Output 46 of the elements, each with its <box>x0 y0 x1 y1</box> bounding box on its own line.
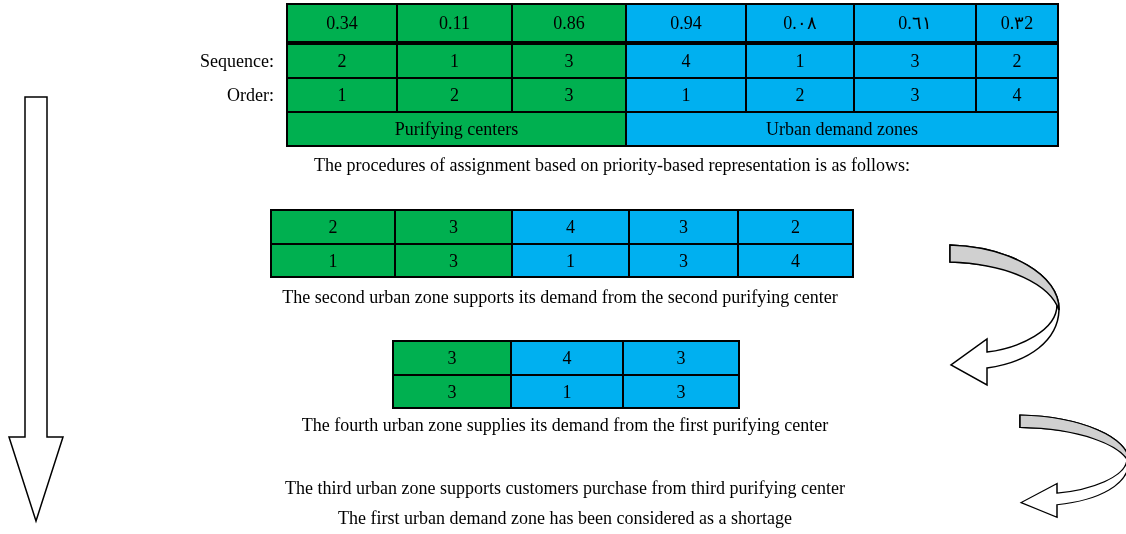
table-cell: 3 <box>394 243 513 278</box>
table-cell: 4 <box>511 209 630 245</box>
table-cell: 4 <box>975 77 1059 113</box>
table-cell: 3 <box>628 243 739 278</box>
table-cell: Urban demand zones <box>625 111 1059 147</box>
table-cell: 3 <box>392 374 512 409</box>
table-cell: 0.11 <box>396 3 513 43</box>
table-cell: 2 <box>396 77 513 113</box>
caption-text: The second urban zone supports its demand from the second purifying center <box>281 286 839 309</box>
table-cell: 1 <box>270 243 396 278</box>
caption-text: The procedures of assignment based on priority-based representation is as follows: <box>313 154 911 177</box>
table-cell: 3 <box>853 77 977 113</box>
table-cell: 1 <box>511 243 630 278</box>
table-cell: 3 <box>394 209 513 245</box>
table-cell: Purifying centers <box>286 111 627 147</box>
table-cell: 2 <box>737 209 854 245</box>
table-cell: 2 <box>286 43 398 79</box>
row-label: Sequence: <box>199 50 274 73</box>
table-cell: 1 <box>286 77 398 113</box>
table-cell: 0.34 <box>286 3 398 43</box>
table-cell: 2 <box>270 209 396 245</box>
table-cell: 0.٣2 <box>975 3 1059 43</box>
table-cell: 3 <box>392 340 512 376</box>
table-cell: 3 <box>853 43 977 79</box>
table-cell: 1 <box>625 77 747 113</box>
table-cell: 1 <box>510 374 624 409</box>
table-cell: 1 <box>745 43 855 79</box>
table-cell: 0.٦١ <box>853 3 977 43</box>
table-cell: 3 <box>628 209 739 245</box>
table-cell: 3 <box>511 77 627 113</box>
table-cell: 4 <box>625 43 747 79</box>
caption-text: The third urban zone supports customers purchase from third purifying center <box>284 477 846 500</box>
table-cell: 0.٠٨ <box>745 3 855 43</box>
table-cell: 2 <box>975 43 1059 79</box>
table-cell: 3 <box>622 374 740 409</box>
table-cell: 0.86 <box>511 3 627 43</box>
table-cell: 4 <box>510 340 624 376</box>
caption-text: The first urban demand zone has been considered as a shortage <box>337 507 793 530</box>
table-cell: 0.94 <box>625 3 747 43</box>
table-cell: 1 <box>396 43 513 79</box>
table-cell: 2 <box>745 77 855 113</box>
table-cell: 4 <box>737 243 854 278</box>
table-cell: 3 <box>511 43 627 79</box>
table-cell: 3 <box>622 340 740 376</box>
caption-text: The fourth urban zone supplies its demand from the first purifying center <box>300 414 830 437</box>
row-label: Order: <box>226 84 274 107</box>
